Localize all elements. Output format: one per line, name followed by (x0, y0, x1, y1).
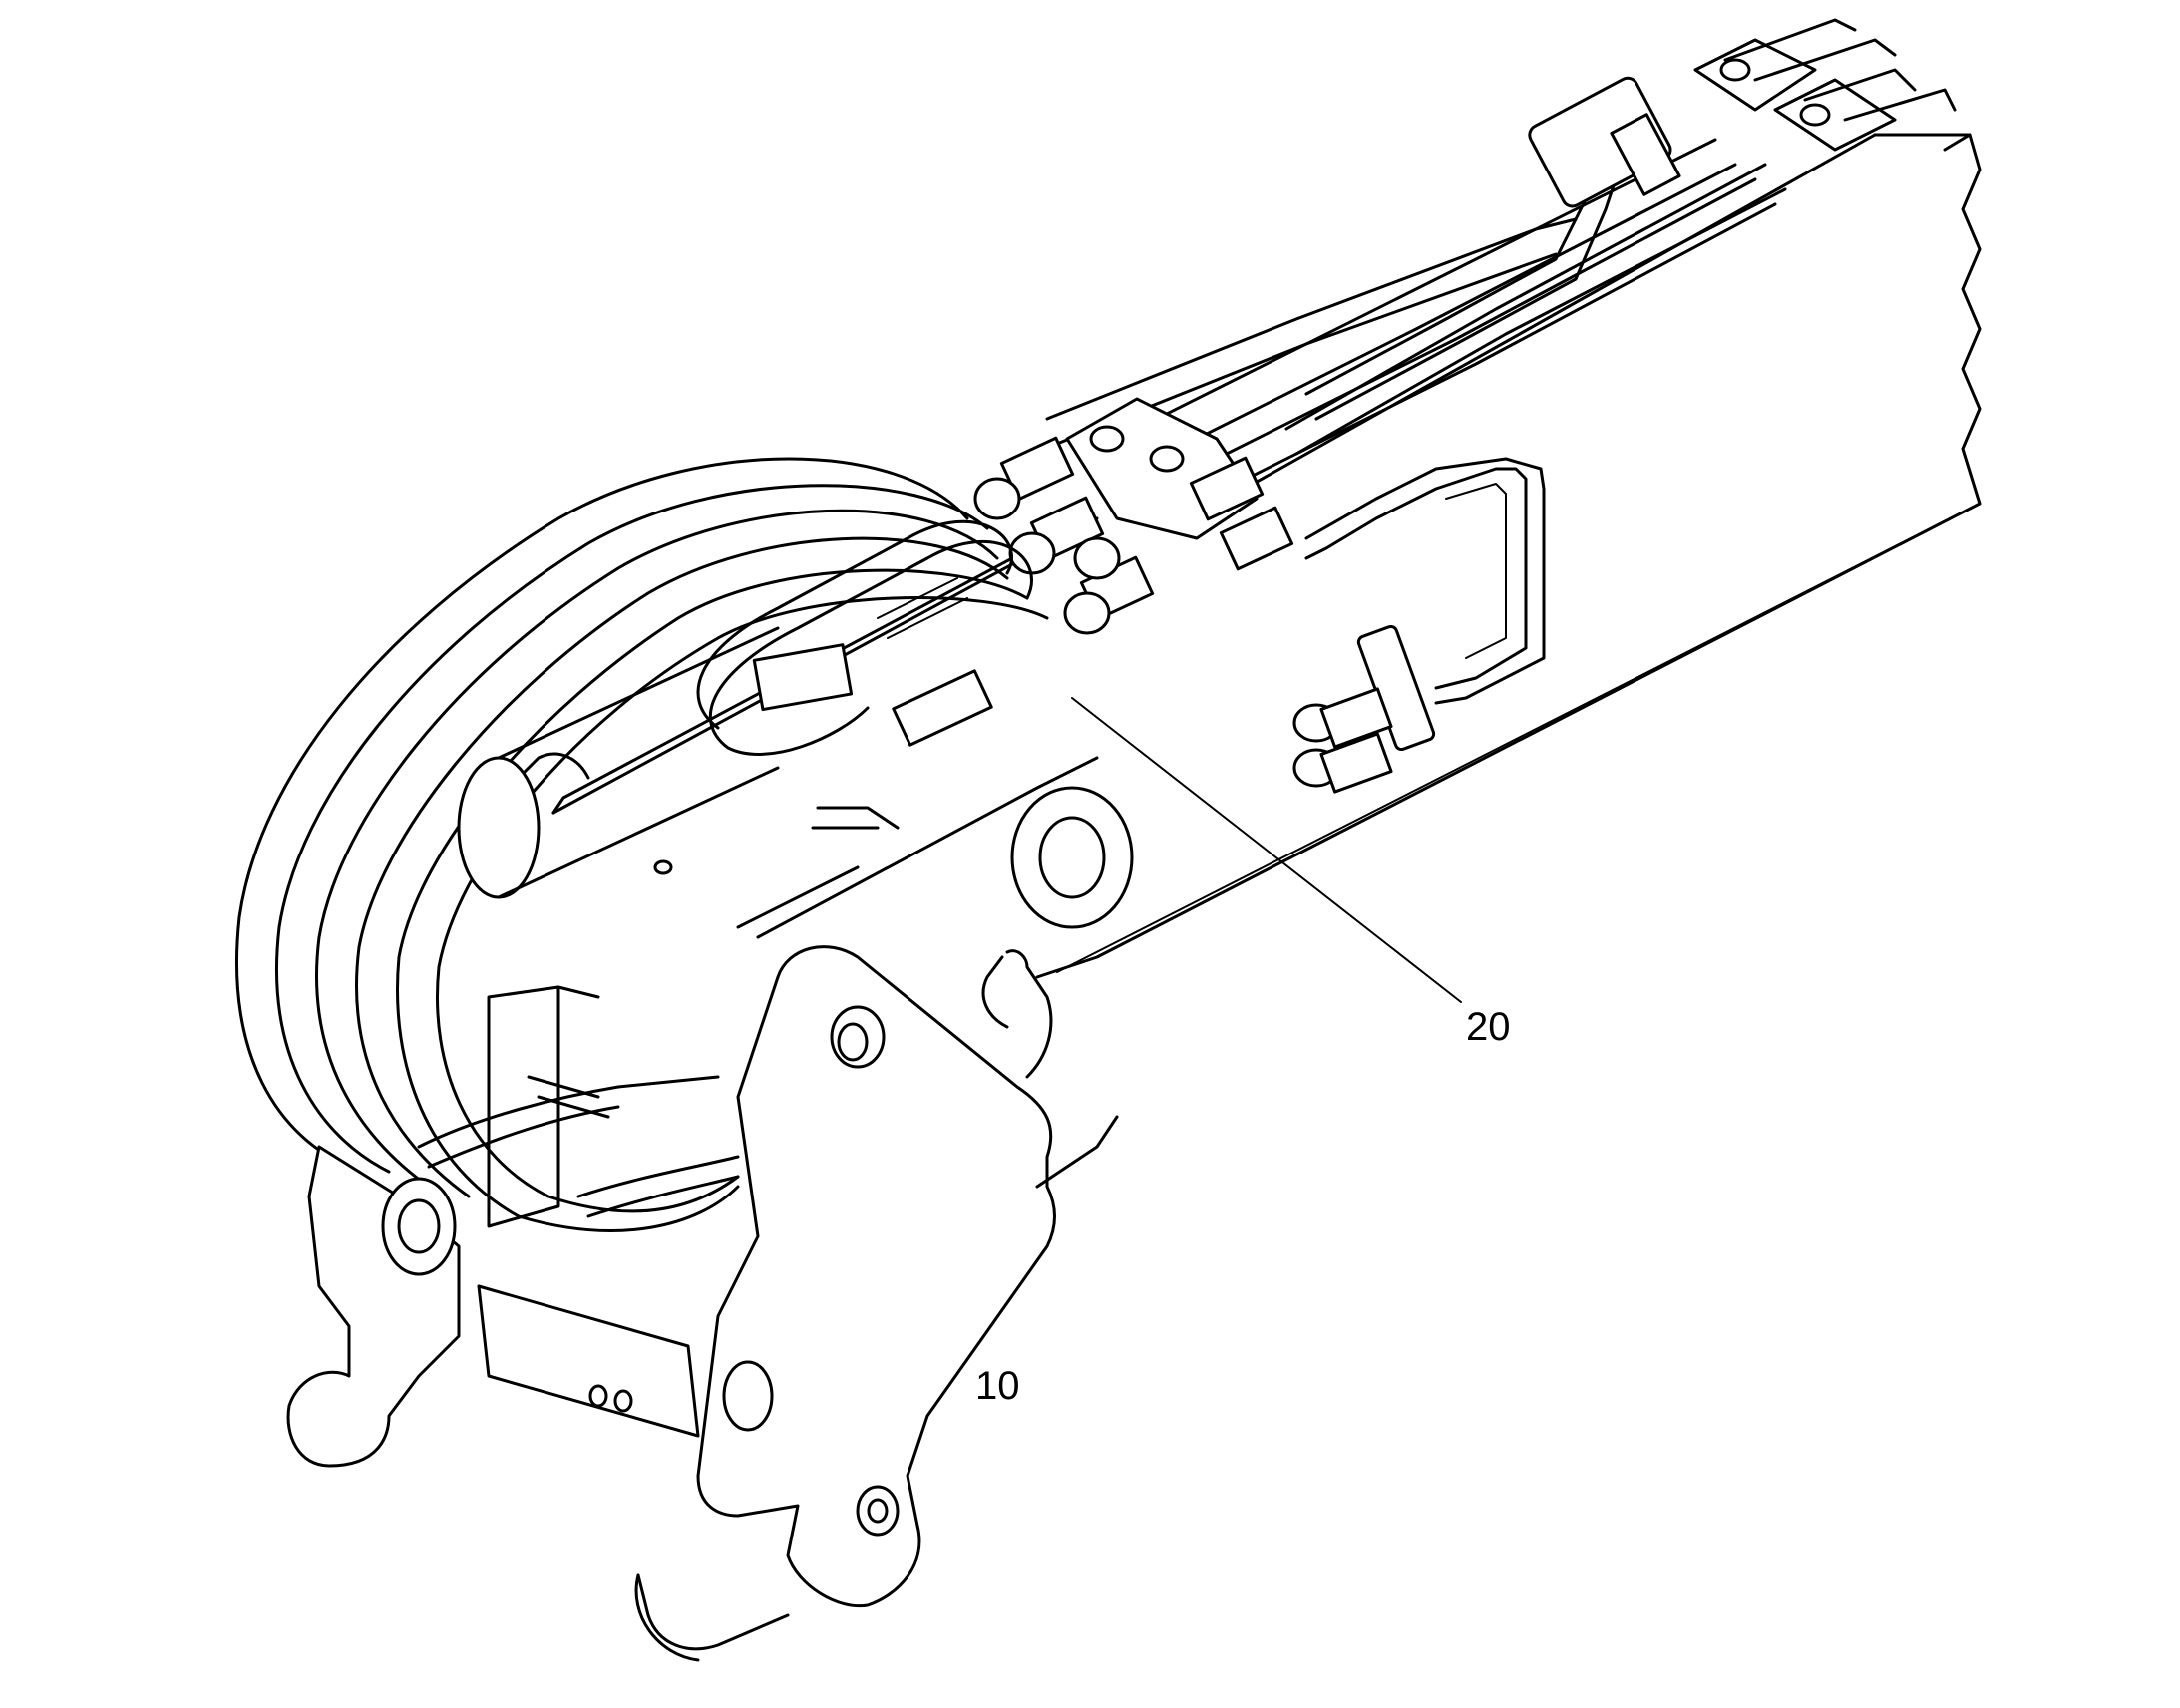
callout-label-10: 10 (975, 1364, 1020, 1408)
side-pipe-loop (1304, 457, 1546, 705)
leader-line-20 (1071, 697, 1462, 1003)
valve-block (752, 397, 1294, 747)
leader-lines (1071, 697, 1462, 1003)
coupler-hook-plate-right (634, 945, 1119, 1662)
coupler-body (457, 626, 1134, 1438)
coupler-hook-plate-left (286, 1145, 461, 1468)
callout-label-20: 20 (1466, 1005, 1511, 1049)
side-quick-couplings (1292, 624, 1436, 794)
pipe-clamps (1528, 18, 1957, 208)
hose-loops (235, 457, 1049, 1232)
